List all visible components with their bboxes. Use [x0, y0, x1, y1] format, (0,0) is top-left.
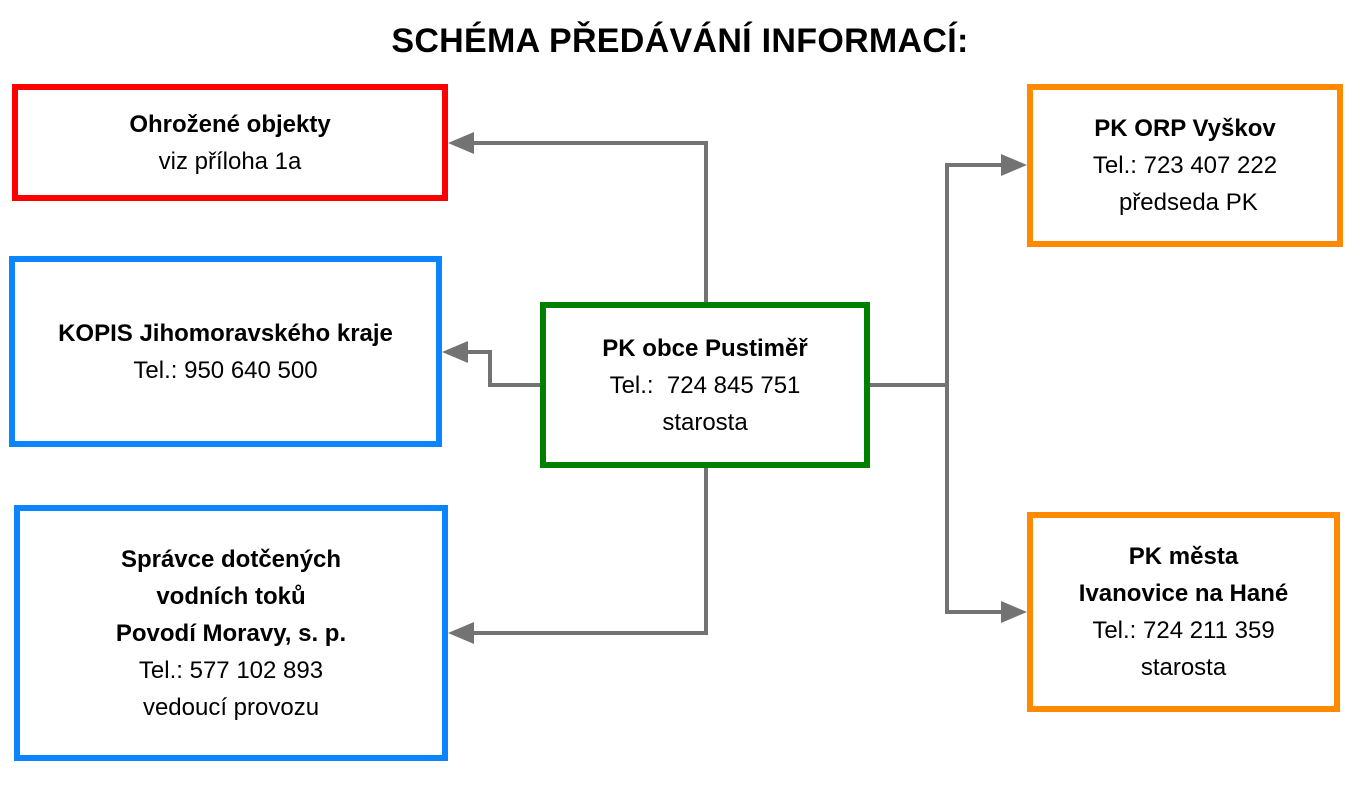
kopis-name: KOPIS Jihomoravského kraje [58, 319, 393, 347]
spravce-role: vedoucí provozu [142, 693, 320, 721]
ivanovice-name-line2: Ivanovice na Hané [1078, 580, 1289, 607]
ohrozene-name: Ohrožené objekty [129, 110, 331, 138]
ohrozene-detail: viz příloha 1a [158, 147, 302, 175]
box-spravce-vodnich-toku: Správce dotčených vodních toků Povodí Mo… [14, 505, 448, 761]
spravce-name-line3: Povodí Moravy, s. p. [115, 619, 347, 647]
kopis-phone: Tel.: 950 640 500 [133, 356, 318, 384]
orp-role: předseda PK [1112, 189, 1258, 216]
arrowhead-orp [1001, 154, 1027, 176]
box-pk-mesta-ivanovice: PK města Ivanovice na Hané Tel.: 724 211… [1027, 512, 1340, 712]
arrowhead-kopis [442, 341, 468, 363]
spravce-phone: Tel.: 577 102 893 [138, 656, 324, 684]
center-name: PK obce Pustiměř [602, 334, 808, 362]
center-role: starosta [662, 408, 748, 436]
connector-center-to-spravce [470, 468, 708, 635]
connector-center-to-kopis [464, 350, 540, 387]
connector-trunk-to-orp [945, 163, 1005, 385]
ivanovice-phone: Tel.: 724 211 359 [1092, 617, 1275, 644]
spravce-name-line2: vodních toků [156, 582, 306, 610]
connector-trunk-to-ivanovice [945, 385, 1005, 614]
box-ohrozene-objekty: Ohrožené objekty viz příloha 1a [12, 84, 448, 201]
ivanovice-role: starosta [1140, 654, 1227, 681]
orp-phone: Tel.: 723 407 222 [1092, 152, 1278, 179]
arrowhead-ivanovice [1001, 601, 1027, 623]
spravce-name-line1: Správce dotčených [120, 545, 342, 573]
ivanovice-name-line1: PK města [1128, 543, 1239, 570]
arrowhead-spravce [448, 622, 474, 644]
orp-name: PK ORP Vyškov [1094, 115, 1276, 142]
box-pk-obce-pustimer: PK obce Pustiměř Tel.: 724 845 751 staro… [540, 302, 870, 468]
arrowhead-ohrozene [448, 132, 474, 154]
center-phone: Tel.: 724 845 751 [609, 371, 801, 399]
box-pk-orp-vyskov: PK ORP Vyškov Tel.: 723 407 222 předseda… [1027, 84, 1343, 247]
box-kopis: KOPIS Jihomoravského kraje Tel.: 950 640… [9, 256, 442, 447]
connector-center-to-ohrozene [470, 141, 708, 302]
diagram-title: SCHÉMA PŘEDÁVÁNÍ INFORMACÍ: [391, 22, 969, 60]
